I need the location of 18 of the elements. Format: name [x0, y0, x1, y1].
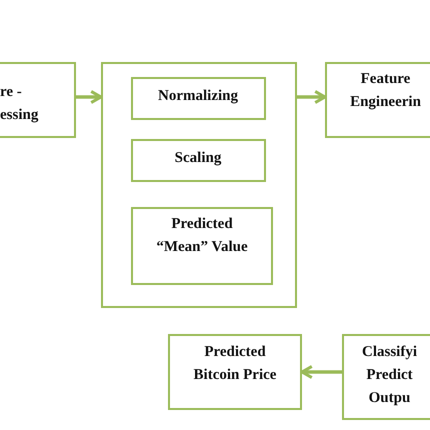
- box-label: Predicted Bitcoin Price: [192, 343, 278, 385]
- process-box: [131, 77, 266, 120]
- container-box: [101, 62, 297, 308]
- box-label: Feature Engineerin: [349, 70, 422, 112]
- process-box: [168, 334, 302, 410]
- arrow: [300, 364, 342, 380]
- process-box: [342, 334, 430, 420]
- box-label: Normalizing: [157, 87, 239, 106]
- process-box: [131, 207, 273, 285]
- arrow: [76, 90, 103, 104]
- box-label: Classifyi Predict Outpu: [360, 343, 418, 408]
- box-label: re - essing: [0, 83, 40, 125]
- process-box: [0, 62, 76, 138]
- box-label: Scaling: [174, 149, 222, 168]
- process-box: [325, 62, 430, 138]
- arrow: [297, 90, 327, 104]
- box-label: Predicted “Mean” Value: [155, 215, 249, 257]
- process-box: [131, 139, 266, 182]
